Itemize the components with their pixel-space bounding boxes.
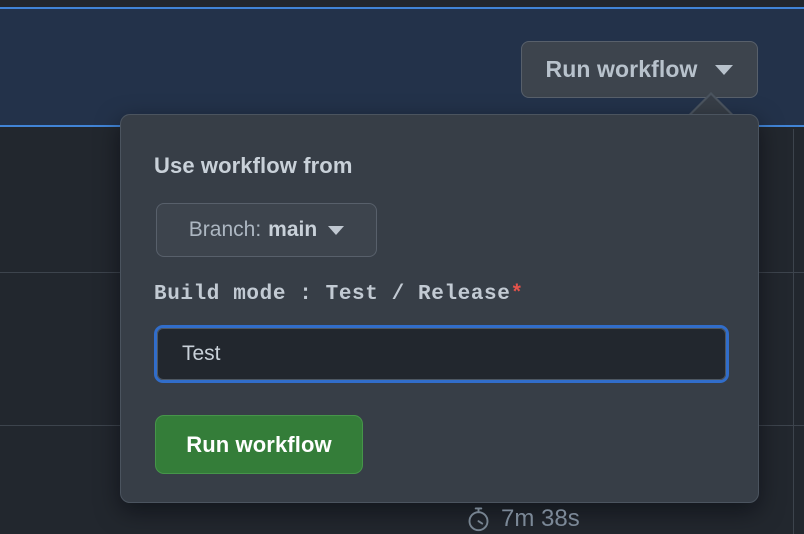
popover-title: Use workflow from (154, 153, 353, 178)
chevron-down-icon (328, 225, 345, 235)
chevron-down-icon (715, 64, 734, 75)
duration-text: 7m 38s (501, 505, 580, 532)
branch-selector-prefix: Branch: (188, 218, 262, 241)
build-mode-label-text: Build mode : Test / Release (154, 283, 511, 306)
column-divider (793, 129, 794, 534)
run-workflow-submit-button[interactable]: Run workflow (155, 415, 363, 474)
run-workflow-button-label: Run workflow (545, 56, 698, 82)
branch-selector-button[interactable]: Branch: main (156, 203, 377, 257)
branch-selector-value: main (268, 218, 318, 241)
workflow-duration: 7m 38s (465, 505, 580, 533)
build-mode-field-label: Build mode : Test / Release* (154, 283, 524, 306)
build-mode-input-focus-ring (154, 325, 729, 383)
run-workflow-dropdown-button[interactable]: Run workflow (521, 41, 758, 98)
required-asterisk: * (510, 283, 524, 306)
popover-arrow (690, 95, 732, 116)
run-workflow-popover: Use workflow from Branch: main Build mod… (120, 114, 759, 503)
stopwatch-icon (465, 506, 492, 533)
build-mode-input[interactable] (157, 328, 726, 380)
